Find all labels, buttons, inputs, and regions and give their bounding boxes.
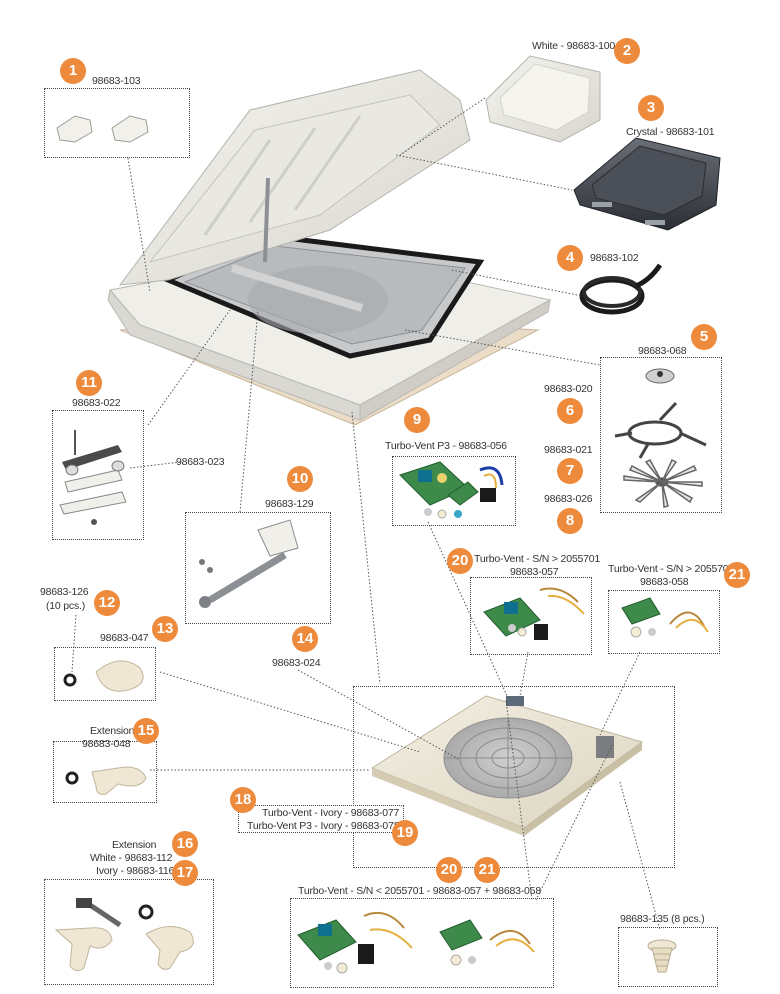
label-part-8: 98683-026 <box>544 493 593 505</box>
badge-8: 8 <box>557 508 583 534</box>
badge-12: 12 <box>94 590 120 616</box>
hinge-clips-drawing <box>56 115 149 143</box>
label-part-21: Turbo-Vent - S/N > 2055701 <box>608 563 735 575</box>
extension-set-drawing <box>54 898 194 972</box>
label-screw: 98683-135 (8 pcs.) <box>620 913 705 925</box>
badge-21: 21 <box>724 562 750 588</box>
badge-20b: 20 <box>436 857 462 883</box>
box-screw <box>618 927 718 987</box>
label-part-18: Turbo-Vent - Ivory - 98683-077 <box>262 807 400 819</box>
label-part-4: 98683-102 <box>590 252 639 264</box>
box-part-5 <box>600 357 722 513</box>
label-part-7: 98683-021 <box>544 444 593 456</box>
crystal-lid-drawing <box>573 137 721 231</box>
badge-19: 19 <box>392 820 418 846</box>
badge-15: 15 <box>133 718 159 744</box>
badge-9: 9 <box>404 407 430 433</box>
screw-drawing <box>647 939 677 973</box>
badge-18: 18 <box>230 787 256 813</box>
badge-17: 17 <box>172 860 198 886</box>
label-part-14: 98683-024 <box>272 657 321 669</box>
box-part-14 <box>353 686 675 868</box>
badge-13: 13 <box>152 616 178 642</box>
label-part-15-title: Extension <box>90 725 135 737</box>
badge-4: 4 <box>557 245 583 271</box>
p3-circuit-board-drawing <box>399 461 504 519</box>
label-part-11: 98683-022 <box>72 397 121 409</box>
board-20-drawing <box>483 587 585 640</box>
box-part-16-17 <box>44 879 214 985</box>
badge-20: 20 <box>447 548 473 574</box>
crank-knob-drawing <box>63 660 144 692</box>
badge-10: 10 <box>287 466 313 492</box>
label-part-3: Crystal - 98683-101 <box>626 126 715 138</box>
label-bottom-boards: Turbo-Vent - S/N < 2055701 - 98683-057 +… <box>298 885 541 897</box>
box-part-15 <box>53 741 157 803</box>
box-part-13 <box>54 647 156 701</box>
badge-2: 2 <box>614 38 640 64</box>
gasket-roll-drawing <box>579 263 663 315</box>
extension-knob-drawing <box>65 766 147 795</box>
leader-lines <box>71 97 661 931</box>
label-part-9: Turbo-Vent P3 - 98683-056 <box>385 440 507 452</box>
label-part-20-code: 98683-057 <box>510 566 559 578</box>
fan-plate-drawing <box>370 695 644 836</box>
badge-14: 14 <box>292 626 318 652</box>
box-part-11 <box>52 410 144 540</box>
main-vent-assembly <box>107 69 552 426</box>
label-part-6: 98683-020 <box>544 383 593 395</box>
label-part-16: White - 98683-112 <box>90 852 173 864</box>
badge-3: 3 <box>638 95 664 121</box>
label-part-19: Turbo-Vent P3 - Ivory - 98683-078 <box>247 820 400 832</box>
lift-arm-drawing <box>199 519 299 608</box>
label-part-17: Ivory - 98683-116 <box>96 865 175 877</box>
label-part-12-qty: (10 pcs.) <box>46 600 86 612</box>
hinge-strip-drawing <box>59 430 127 525</box>
label-part-16-title: Extension <box>112 839 157 851</box>
box-part-20 <box>470 577 592 655</box>
badge-16: 16 <box>172 831 198 857</box>
white-lid-drawing <box>485 55 601 143</box>
badge-1: 1 <box>60 58 86 84</box>
label-part-12: 98683-126 <box>40 586 89 598</box>
label-part-10: 98683-129 <box>265 498 314 510</box>
label-part-20: Turbo-Vent - S/N > 2055701 <box>474 553 601 565</box>
label-part-15: 98683-048 <box>82 738 131 750</box>
box-part-1 <box>44 88 190 158</box>
badge-11: 11 <box>76 370 102 396</box>
box-bottom-boards <box>290 898 554 988</box>
badge-6: 6 <box>557 398 583 424</box>
box-part-18-19 <box>238 805 404 833</box>
label-part-21-code: 98683-058 <box>640 576 689 588</box>
board-21-drawing <box>621 597 709 638</box>
motor-parts-drawing <box>614 368 707 508</box>
label-part-1: 98683-103 <box>92 75 141 87</box>
label-part-5: 98683-068 <box>638 345 687 357</box>
label-part-13: 98683-047 <box>100 632 149 644</box>
bottom-boards-drawing <box>297 912 535 974</box>
box-part-21 <box>608 590 720 654</box>
box-part-10 <box>185 512 331 624</box>
badge-21b: 21 <box>474 857 500 883</box>
label-part-2: White - 98683-100 <box>532 40 615 52</box>
label-part-11b: 98683-023 <box>176 456 225 468</box>
badge-7: 7 <box>557 458 583 484</box>
badge-5: 5 <box>691 324 717 350</box>
box-part-9 <box>392 456 516 526</box>
